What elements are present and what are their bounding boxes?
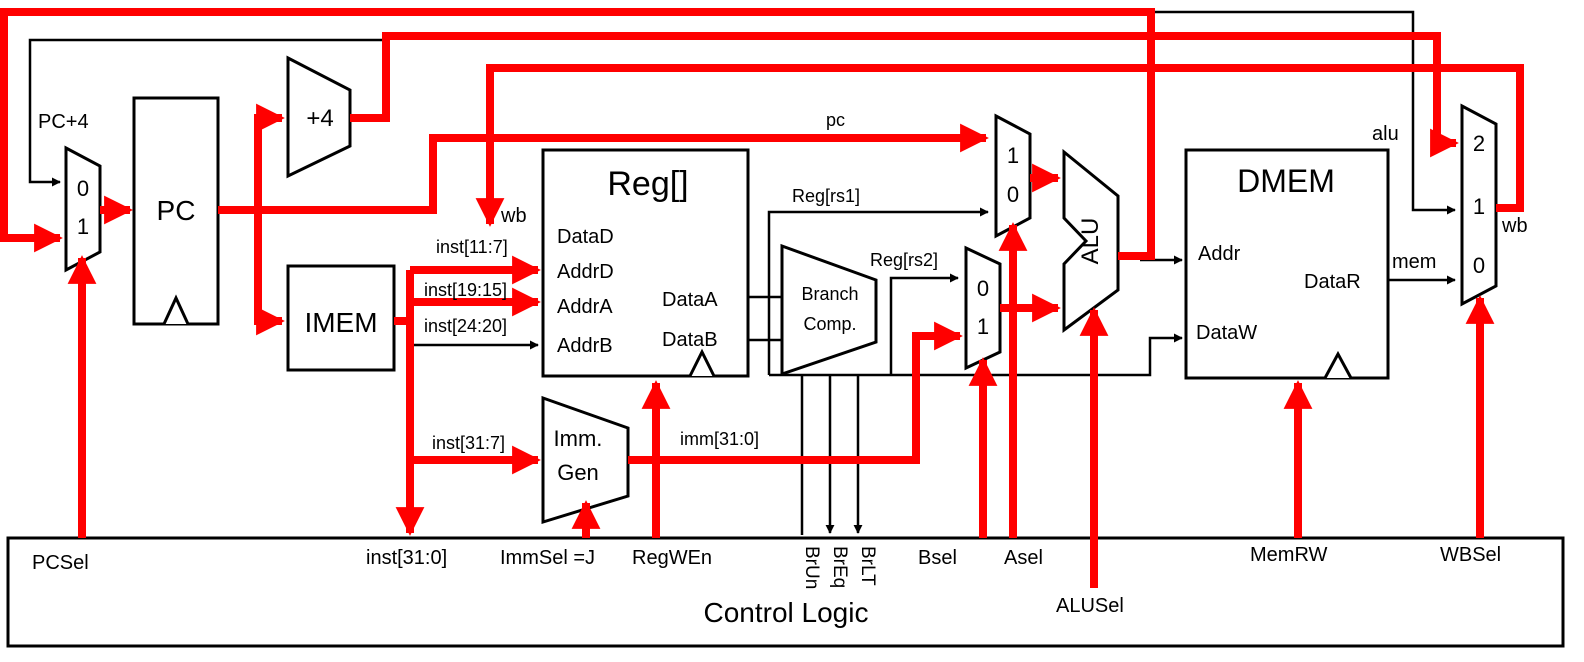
a-mux-in-1: 1	[1007, 143, 1019, 168]
ctrl-label-immsel: ImmSel =J	[500, 547, 595, 569]
b-mux	[964, 245, 1002, 371]
wire-imm-to-bmux	[628, 321, 963, 464]
wire-label-inst-11-7: inst[11:7]	[436, 237, 508, 257]
pc-clock-icon	[162, 294, 190, 325]
pc-mux-in-0: 0	[77, 176, 89, 201]
reg-clock-icon	[688, 348, 716, 377]
port-dmem-data-r: DataR	[1304, 271, 1361, 293]
branch-comp-label-1: Branch	[801, 284, 858, 304]
wire-label-inst-19-15: inst[19:15]	[424, 280, 507, 300]
wire-pc-to-adder	[254, 103, 285, 210]
wire-label-reg-rs1: Reg[rs1]	[792, 186, 860, 206]
wire-rs2-bus	[769, 333, 1183, 377]
wire-label-alu: alu	[1372, 123, 1399, 145]
dmem-title: DMEM	[1237, 163, 1335, 199]
active-wires	[0, 8, 1524, 588]
wire-adder-to-wbmux	[350, 32, 1459, 158]
wire-label-wb-left: wb	[500, 205, 527, 227]
imm-gen-block	[541, 395, 630, 525]
alu-label: ALU	[1077, 218, 1104, 265]
pc-label: PC	[157, 195, 196, 226]
port-data-d: DataD	[557, 226, 614, 248]
a-mux	[994, 113, 1032, 239]
port-addr-a: AddrA	[557, 296, 613, 318]
wb-mux-in-0: 0	[1473, 253, 1485, 278]
wb-mux-in-2: 2	[1473, 131, 1485, 156]
wire-pc-out	[218, 123, 989, 214]
branch-comp-label-2: Comp.	[803, 314, 856, 334]
ctrl-label-inst: inst[31:0]	[366, 547, 447, 569]
imm-gen-label-1: Imm.	[554, 426, 603, 451]
port-data-a: DataA	[662, 289, 718, 311]
ctrl-label-breq: BrEq	[829, 546, 850, 588]
imem-label: IMEM	[304, 307, 377, 338]
ctrl-label-regwen: RegWEn	[632, 547, 712, 569]
control-logic-block	[6, 536, 1565, 648]
port-dmem-data-w: DataW	[1196, 322, 1257, 344]
ctrl-label-alusel: ALUSel	[1056, 595, 1124, 617]
reg-title: Reg[]	[607, 165, 688, 203]
wire-label-mem: mem	[1392, 251, 1436, 273]
plus4-label: +4	[306, 105, 333, 132]
ctrl-label-brlt: BrLT	[857, 546, 878, 586]
wire-label-inst-31-7: inst[31:7]	[432, 433, 505, 453]
wire-label-imm: imm[31:0]	[680, 429, 759, 449]
port-dmem-addr: Addr	[1198, 243, 1241, 265]
wire-label-reg-rs2: Reg[rs2]	[870, 250, 938, 270]
wire-label-pc: pc	[826, 110, 845, 130]
pc-mux	[64, 145, 102, 273]
a-mux-in-0: 0	[1007, 182, 1019, 207]
wb-mux	[1460, 103, 1498, 307]
port-data-b: DataB	[662, 329, 718, 351]
ctrl-label-memrw: MemRW	[1250, 544, 1328, 566]
ctrl-label-bsel: Bsel	[918, 547, 957, 569]
wire-wb-to-datad	[475, 64, 1524, 227]
wire-rs2-to-bmux	[889, 273, 959, 375]
pc-mux-in-1: 1	[77, 214, 89, 239]
wire-alu-feedback	[1152, 10, 1456, 215]
branch-comp-block	[780, 243, 878, 377]
control-logic-label: Control Logic	[704, 597, 869, 628]
imm-gen-label-2: Gen	[557, 460, 599, 485]
b-mux-in-1: 1	[977, 314, 989, 339]
ctrl-label-asel: Asel	[1004, 547, 1043, 569]
port-addr-d: AddrD	[557, 261, 614, 283]
dmem-block	[1184, 148, 1390, 380]
port-addr-b: AddrB	[557, 335, 613, 357]
adder-plus4	[286, 55, 352, 179]
wire-pc-to-imem	[254, 210, 285, 336]
ctrl-label-brun: BrUn	[801, 546, 822, 589]
ctrl-label-pcsel: PCSel	[32, 552, 89, 574]
wire-label-wb-right: wb	[1501, 215, 1528, 237]
alu-block	[1062, 148, 1120, 333]
wire-label-inst-24-20: inst[24:20]	[424, 316, 507, 336]
wire-label-pc-plus4: PC+4	[38, 111, 89, 133]
b-mux-in-0: 0	[977, 276, 989, 301]
wb-mux-in-1: 1	[1473, 194, 1485, 219]
register-file	[541, 148, 750, 378]
wire-alu-to-pc-mux	[0, 8, 1155, 260]
labels: PC +4 IMEM Reg[] Imm. Gen Branch Comp. A…	[32, 105, 1528, 628]
ctrl-label-wbsel: WBSel	[1440, 544, 1501, 566]
blocks	[6, 55, 1565, 648]
wire-pc-plus4-loop	[28, 38, 384, 187]
imem-block	[286, 264, 396, 372]
wire-rs1-to-amux	[767, 207, 989, 375]
inactive-wires	[28, 10, 1456, 535]
dmem-clock-icon	[1323, 350, 1353, 379]
